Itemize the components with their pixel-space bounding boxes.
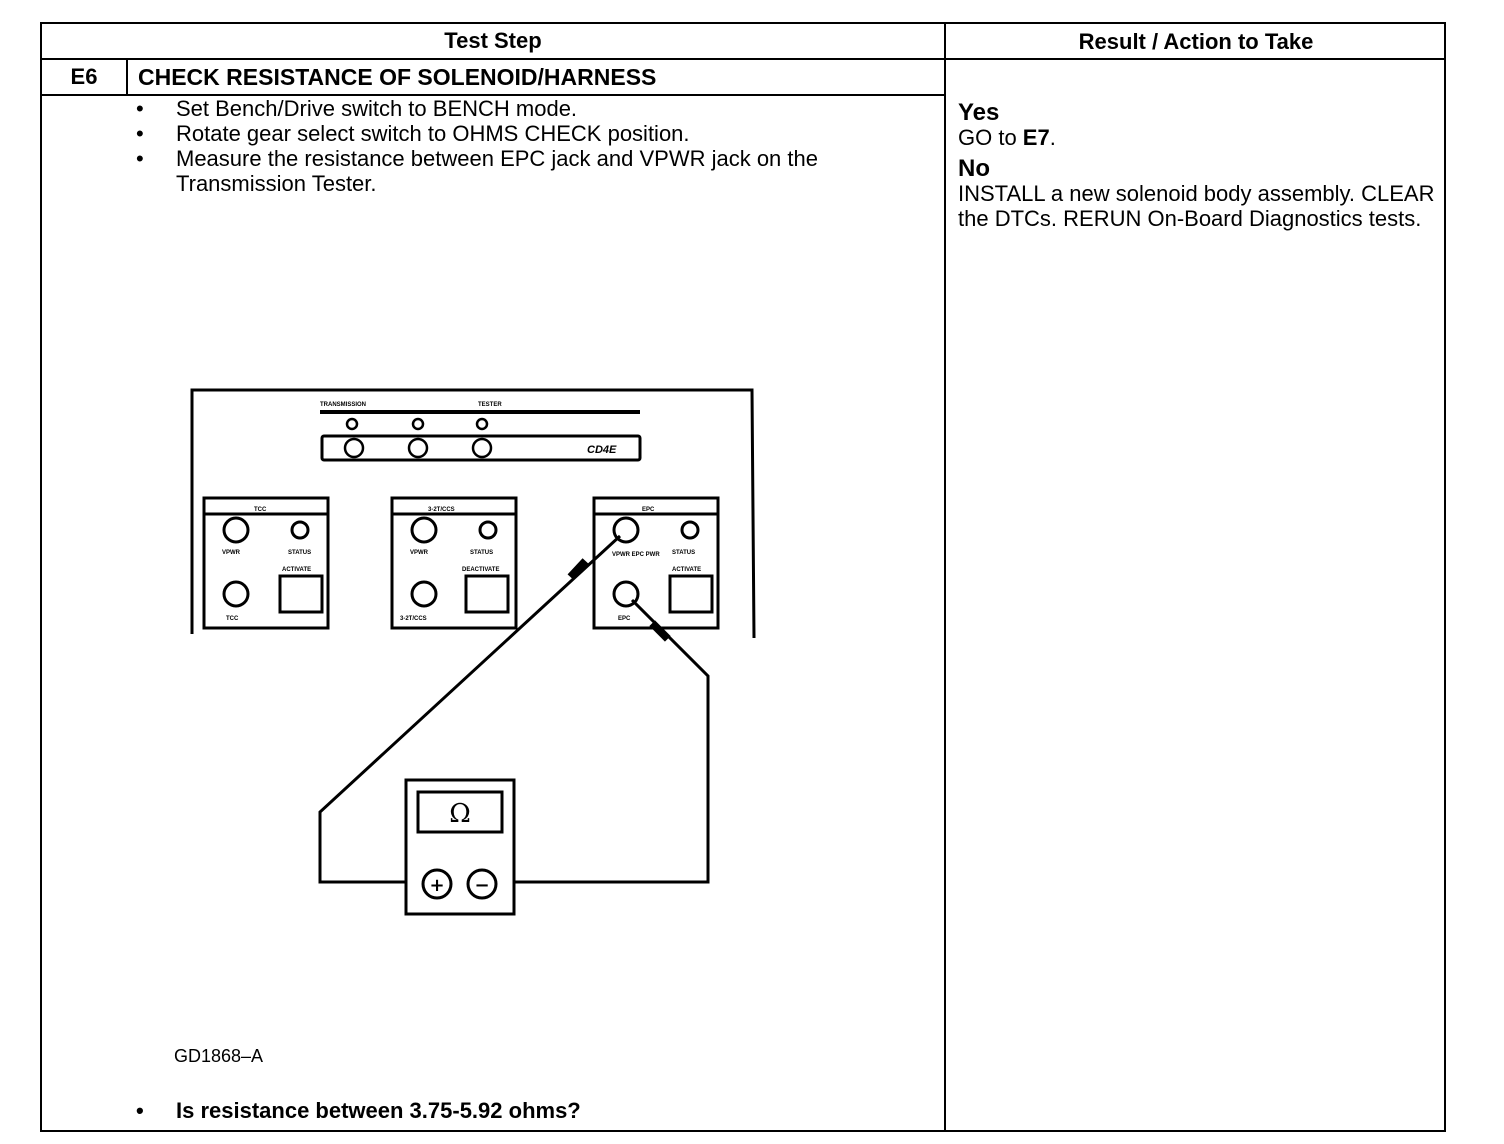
tcc-status-led bbox=[290, 520, 310, 540]
step-title-divider bbox=[42, 94, 944, 96]
epc-activate-button bbox=[668, 574, 714, 614]
32tccs-deactivate-button bbox=[464, 574, 510, 614]
panel-jack-1 bbox=[343, 437, 365, 459]
instruction-text: Measure the resistance between EPC jack … bbox=[176, 146, 818, 196]
yes-target-link[interactable]: E7 bbox=[1022, 125, 1050, 150]
result-column: Yes GO to E7. No INSTALL a new solenoid … bbox=[958, 100, 1438, 231]
step-title: CHECK RESISTANCE OF SOLENOID/HARNESS bbox=[138, 64, 657, 90]
instruction-text: Rotate gear select switch to OHMS CHECK … bbox=[176, 121, 690, 146]
module-epc-name: EPC bbox=[642, 507, 655, 513]
32tccs-vpwr-jack bbox=[410, 516, 438, 544]
led-1 bbox=[345, 417, 359, 431]
positive-probe-tip bbox=[567, 558, 589, 580]
module-tcc bbox=[202, 496, 330, 630]
yes-action: GO to E7. bbox=[958, 125, 1438, 150]
header-test-step: Test Step bbox=[444, 28, 542, 53]
header-divider bbox=[42, 58, 1444, 60]
tester-diagram: TRANSMISSION TESTER CD4E TCC VPWR STATUS… bbox=[190, 388, 756, 916]
panel-jack-2 bbox=[407, 437, 429, 459]
32tccs-status-label: STATUS bbox=[470, 550, 493, 556]
instruction-item: • Set Bench/Drive switch to BENCH mode. bbox=[130, 96, 930, 121]
32tccs-status-led bbox=[478, 520, 498, 540]
32tccs-jack-label: 3-2T/CCS bbox=[400, 616, 427, 622]
question: • Is resistance between 3.75-5.92 ohms? bbox=[136, 1098, 581, 1124]
bullet: • bbox=[136, 1098, 144, 1123]
step-id: E6 bbox=[70, 64, 98, 89]
figure-id: GD1868–A bbox=[174, 1046, 264, 1066]
module-32tccs-name: 3-2T/CCS bbox=[428, 507, 455, 513]
ohmmeter-display bbox=[416, 790, 504, 834]
negative-test-lead bbox=[494, 598, 710, 884]
step-id-divider bbox=[126, 60, 128, 94]
epc-jack-label: EPC bbox=[618, 616, 631, 622]
tcc-jack-label: TCC bbox=[226, 616, 239, 622]
negative-probe-tip bbox=[649, 620, 671, 642]
yes-label: Yes bbox=[958, 99, 1000, 126]
epc-status-led bbox=[680, 520, 700, 540]
module-32tccs bbox=[390, 496, 518, 630]
test-step-table: Test Step Result / Action to Take E6 CHE… bbox=[40, 22, 1446, 1132]
instruction-list: • Set Bench/Drive switch to BENCH mode. •… bbox=[130, 96, 930, 196]
model-label: CD4E bbox=[587, 444, 617, 456]
tester-label-right: TESTER bbox=[478, 402, 502, 408]
epc-vpwr-label: VPWR EPC PWR bbox=[612, 552, 660, 558]
epc-activate-label: ACTIVATE bbox=[672, 567, 701, 573]
bullet: • bbox=[136, 146, 144, 171]
tcc-activate-button bbox=[278, 574, 324, 614]
led-3 bbox=[475, 417, 489, 431]
panel-jack-3 bbox=[471, 437, 493, 459]
32tccs-jack bbox=[410, 580, 438, 608]
ohmmeter-negative-jack bbox=[466, 868, 498, 900]
32tccs-vpwr-label: VPWR bbox=[410, 550, 429, 556]
tcc-status-label: STATUS bbox=[288, 550, 311, 556]
header-result-action: Result / Action to Take bbox=[1078, 29, 1314, 54]
minus-symbol: − bbox=[474, 875, 489, 896]
column-divider bbox=[944, 24, 946, 1130]
plus-symbol: + bbox=[429, 875, 444, 896]
epc-vpwr-jack bbox=[612, 516, 640, 544]
no-label: No bbox=[958, 155, 990, 182]
tcc-activate-label: ACTIVATE bbox=[282, 567, 311, 573]
yes-suffix: . bbox=[1049, 125, 1056, 150]
positive-test-lead bbox=[318, 534, 622, 884]
led-2 bbox=[411, 417, 425, 431]
tester-outline bbox=[190, 388, 756, 639]
instruction-item: • Measure the resistance between EPC jack… bbox=[130, 146, 930, 196]
instruction-text: Set Bench/Drive switch to BENCH mode. bbox=[176, 96, 578, 121]
no-action: INSTALL a new solenoid body assembly. CL… bbox=[958, 181, 1435, 231]
instruction-item: • Rotate gear select switch to OHMS CHECK… bbox=[130, 121, 930, 146]
32tccs-deactivate-label: DEACTIVATE bbox=[462, 567, 499, 573]
model-panel bbox=[320, 434, 642, 462]
yes-prefix: GO to bbox=[958, 125, 1023, 150]
ohm-symbol: Ω bbox=[449, 799, 471, 829]
tcc-vpwr-jack bbox=[222, 516, 250, 544]
epc-jack bbox=[612, 580, 640, 608]
bullet: • bbox=[136, 121, 144, 146]
tester-label-left: TRANSMISSION bbox=[320, 402, 366, 408]
question-text: Is resistance between 3.75-5.92 ohms? bbox=[176, 1098, 581, 1123]
ohmmeter-positive-jack bbox=[421, 868, 453, 900]
tcc-jack bbox=[222, 580, 250, 608]
bullet: • bbox=[136, 96, 144, 121]
module-tcc-name: TCC bbox=[254, 507, 267, 513]
tcc-vpwr-label: VPWR bbox=[222, 550, 241, 556]
epc-status-label: STATUS bbox=[672, 550, 695, 556]
module-epc bbox=[592, 496, 720, 630]
